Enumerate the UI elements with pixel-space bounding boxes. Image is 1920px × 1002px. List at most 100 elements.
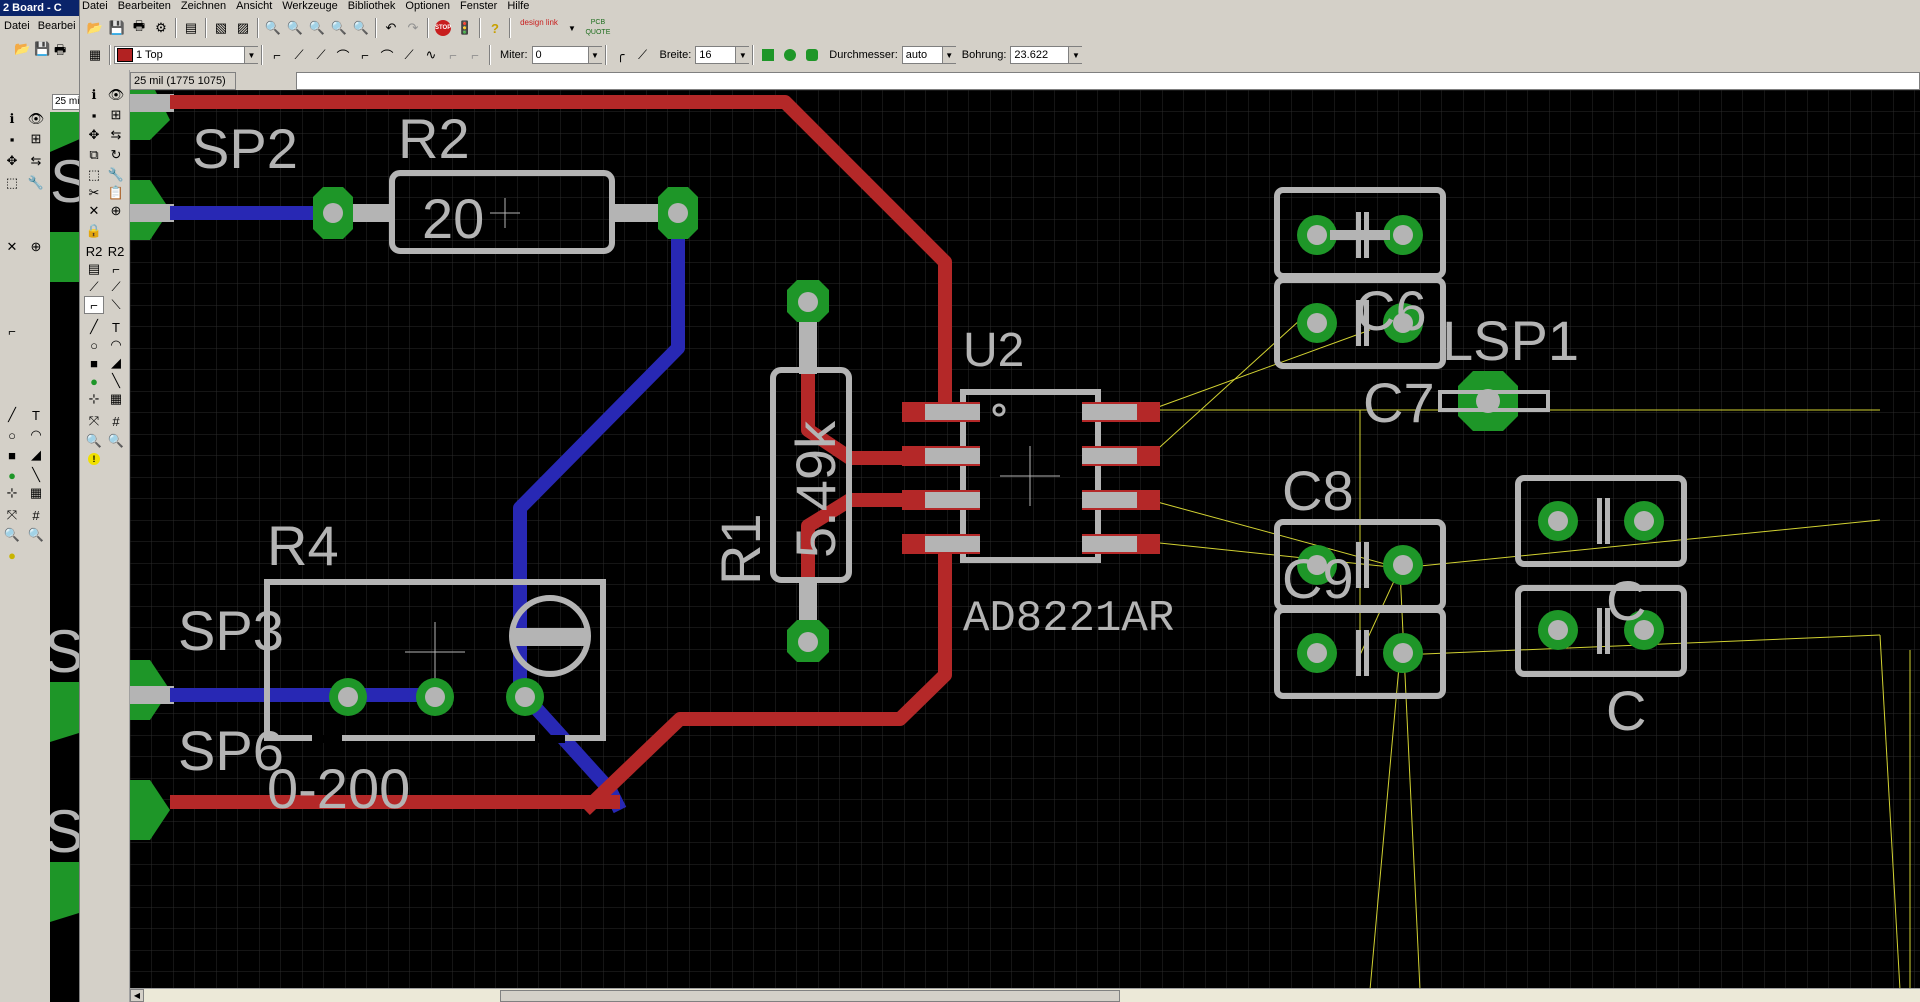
name-icon[interactable]: R2	[85, 243, 103, 259]
ratsnest-icon[interactable]: ⤧	[88, 413, 100, 428]
chevron-down-icon[interactable]: ▼	[1068, 47, 1083, 63]
mark-icon[interactable]: ⊞	[30, 131, 42, 146]
display-icon[interactable]: ▪	[9, 131, 15, 147]
text-icon[interactable]: T	[112, 319, 120, 335]
menu-ansicht[interactable]: Ansicht	[236, 0, 273, 12]
capacitor-c-top[interactable]	[1274, 187, 1446, 279]
polygon-icon[interactable]: ◢	[31, 447, 41, 462]
drill-select[interactable]: 23.622 ▼	[1010, 46, 1083, 64]
delete-icon[interactable]: ✕	[6, 239, 18, 254]
wire-bend-10-icon[interactable]: ⌐	[471, 47, 479, 63]
mirror-icon[interactable]: ⇆	[110, 127, 122, 142]
stop-icon[interactable]: STOP	[432, 17, 454, 39]
cut-icon[interactable]: ✂	[88, 185, 100, 200]
horizontal-scrollbar[interactable]: ◀	[130, 988, 1920, 1002]
capacitor-c6[interactable]: C6	[1274, 277, 1446, 369]
menu-bearbeiten[interactable]: Bearbeiten	[117, 0, 171, 12]
board-icon[interactable]: ▤	[184, 20, 198, 35]
change-icon[interactable]: 🔧	[107, 167, 125, 182]
background-window-title[interactable]: 2 Board - C	[0, 0, 79, 16]
pcb-quote-icon[interactable]: PCB QUOTE	[585, 19, 611, 36]
wire-bend-6-icon[interactable]: ⌒	[380, 48, 394, 64]
arc-icon[interactable]: ◠	[110, 337, 122, 352]
miter-straight-icon[interactable]: ⟋	[637, 47, 648, 62]
miter-round-icon[interactable]: ╭	[616, 47, 625, 62]
open-icon[interactable]: 📂	[86, 20, 104, 35]
menu-werkzeuge[interactable]: Werkzeuge	[282, 0, 338, 12]
show-icon[interactable]: 👁	[107, 87, 125, 102]
drc-icon[interactable]: 🔍	[3, 527, 21, 542]
change-icon[interactable]: 🔧	[27, 175, 45, 190]
chevron-down-icon[interactable]: ▼	[941, 47, 956, 63]
line-icon[interactable]: ╱	[90, 319, 98, 334]
miter-icon[interactable]: ⌐	[112, 261, 120, 277]
menu-bibliothek[interactable]: Bibliothek	[347, 0, 396, 12]
ratsnest-icon[interactable]: ⤧	[6, 507, 18, 522]
wire-bend-2-icon[interactable]: ⟋	[294, 47, 304, 62]
text-icon[interactable]: T	[32, 407, 40, 423]
wire-bend-5-icon[interactable]: ⌐	[361, 47, 369, 63]
rect-icon[interactable]: ■	[8, 447, 16, 463]
arc-icon[interactable]: ◠	[30, 427, 42, 442]
paste-icon[interactable]: 📋	[107, 185, 125, 200]
show-icon[interactable]: 👁	[27, 111, 45, 126]
circle-icon[interactable]: ○	[90, 337, 98, 353]
route-icon[interactable]: ⌐	[8, 323, 16, 339]
layer-select[interactable]: 1 Top ▼	[114, 46, 258, 64]
component-r4[interactable]: R4 0-200	[264, 514, 606, 820]
scroll-left-icon[interactable]: ◀	[130, 989, 144, 1002]
menu-zeichnen[interactable]: Zeichnen	[180, 0, 227, 12]
wire-bend-1-icon[interactable]: ⌐	[273, 47, 281, 63]
hole-icon[interactable]: ⊹	[6, 485, 18, 500]
component-r1[interactable]: R1 5.49k	[709, 280, 852, 662]
print-icon[interactable]: 🖶	[54, 42, 67, 57]
open-icon[interactable]: 📂	[14, 41, 31, 56]
rotate-icon[interactable]: ↻	[110, 147, 122, 162]
group-icon[interactable]: ⬚	[5, 175, 19, 190]
print-icon[interactable]: 🖶	[132, 18, 146, 33]
wire-bend-4-icon[interactable]: ⌒	[336, 48, 350, 64]
display-icon[interactable]: ▪	[91, 107, 97, 123]
polygon-icon[interactable]: ◢	[111, 355, 121, 370]
via-octagon-icon[interactable]	[801, 44, 823, 66]
chevron-down-icon[interactable]: ▼	[735, 47, 750, 63]
warning-icon[interactable]: !	[84, 450, 104, 468]
via-square-icon[interactable]	[757, 44, 779, 66]
capacitor-right-1[interactable]	[1515, 475, 1687, 567]
wire-bend-7-icon[interactable]: ⟋	[404, 47, 414, 62]
circle-icon[interactable]: ○	[8, 427, 16, 443]
menu-optionen[interactable]: Optionen	[405, 0, 451, 12]
component-u2[interactable]: U2 AD8221AR	[902, 324, 1174, 644]
command-input[interactable]	[296, 72, 1920, 90]
bg-menu-file[interactable]: Datei	[4, 20, 30, 32]
zoom-out-icon[interactable]: 🔍	[308, 20, 326, 35]
menu-datei[interactable]: Datei	[82, 0, 108, 12]
value-icon[interactable]: R2	[107, 243, 125, 259]
cam-icon[interactable]: ⚙	[155, 20, 167, 35]
attribute-icon[interactable]: ▦	[29, 485, 43, 500]
auto-icon[interactable]: #	[112, 413, 120, 429]
capacitor-c9[interactable]: C9	[1274, 547, 1446, 699]
add-icon[interactable]: ⊕	[30, 239, 42, 254]
scrollbar-thumb[interactable]	[500, 990, 1120, 1002]
run-icon[interactable]: ▨	[236, 20, 250, 35]
wire-bend-3-icon[interactable]: ⟋	[316, 47, 326, 62]
signal-icon[interactable]: ╲	[112, 373, 120, 388]
component-r2[interactable]: R2 20	[313, 107, 698, 254]
chevron-down-icon[interactable]: ▼	[587, 47, 602, 63]
lock-icon[interactable]: 🔒	[85, 223, 103, 238]
via-icon[interactable]: ●	[90, 373, 98, 389]
copy-icon[interactable]: ⧉	[89, 147, 99, 162]
menu-fenster[interactable]: Fenster	[460, 0, 498, 12]
bg-menu-edit[interactable]: Bearbei	[37, 20, 76, 32]
script-icon[interactable]: ▧	[214, 20, 228, 35]
menu-hilfe[interactable]: Hilfe	[507, 0, 530, 12]
smash-icon[interactable]: ▤	[87, 261, 101, 276]
help-icon[interactable]: ?	[491, 20, 499, 36]
auto-icon[interactable]: #	[32, 507, 40, 523]
drc-icon[interactable]: 🔍	[85, 433, 103, 448]
rect-icon[interactable]: ■	[90, 355, 98, 371]
mark-icon[interactable]: ⊞	[110, 107, 122, 122]
go-icon[interactable]: 🚦	[456, 20, 474, 35]
